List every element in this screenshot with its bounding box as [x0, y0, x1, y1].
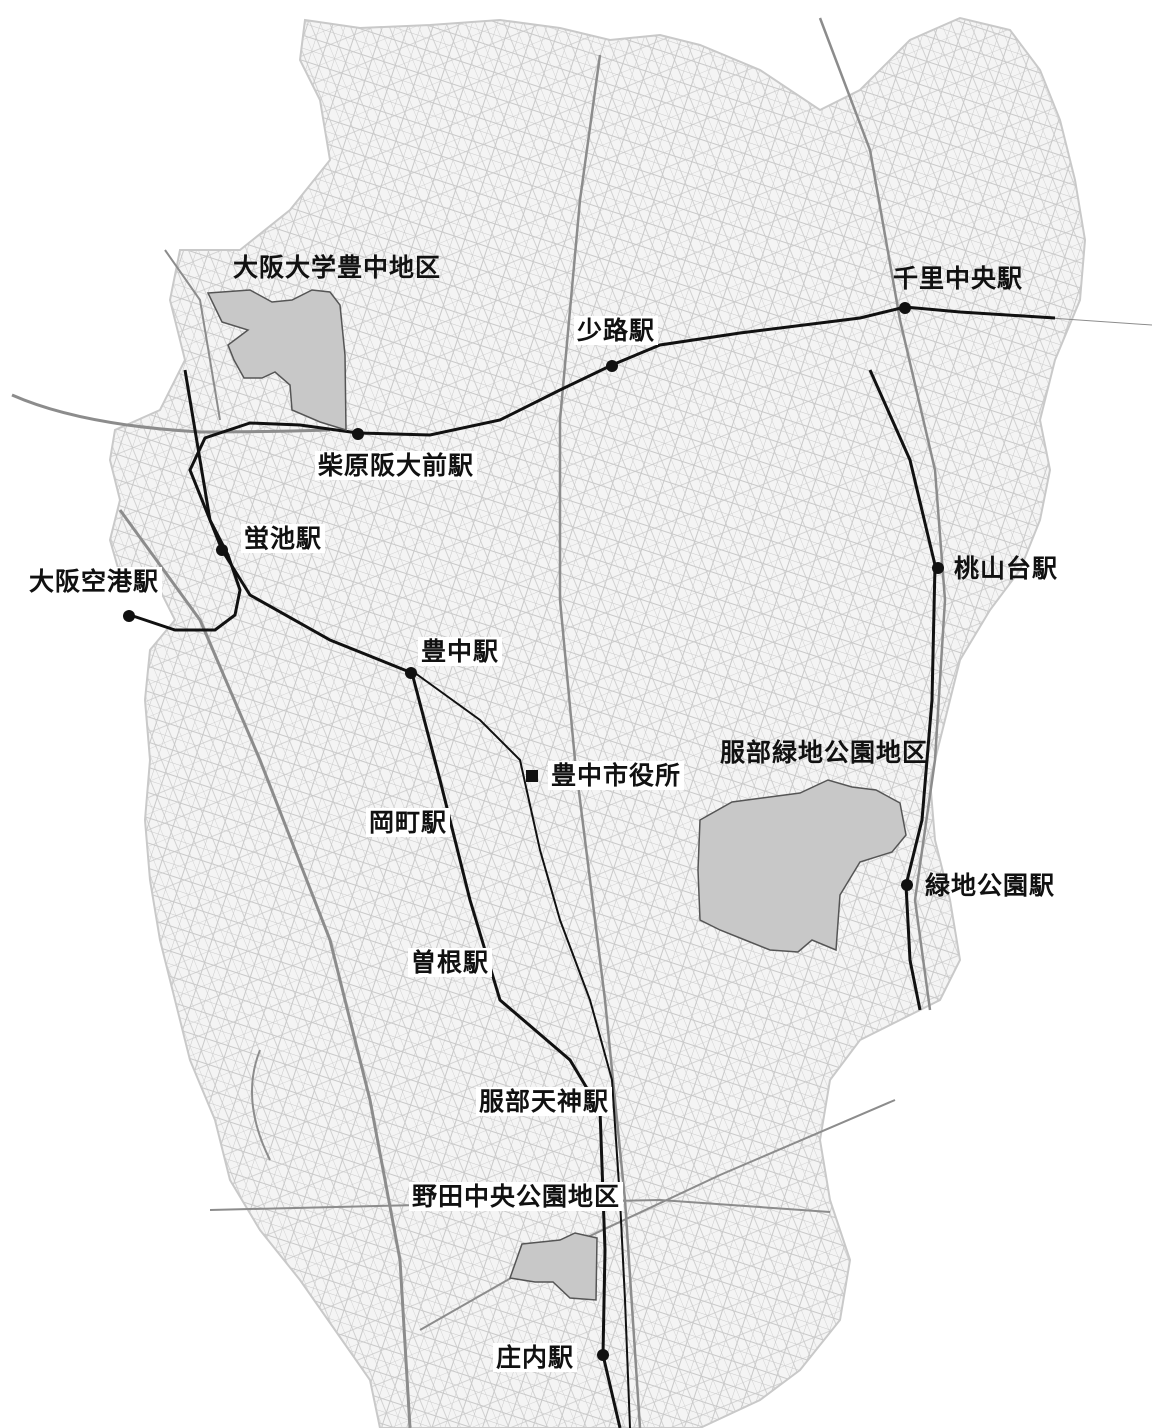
station-marker-shoji [606, 360, 618, 372]
station-label-hotarugaike: 蛍池駅 [241, 524, 326, 553]
station-marker-shibahara [352, 428, 364, 440]
station-marker-osaka-airport [123, 610, 135, 622]
station-marker-senri-chuo [899, 302, 911, 314]
station-markers [123, 302, 944, 1361]
station-label-hattori-tenjin: 服部天神駅 [476, 1087, 613, 1116]
station-marker-toyonaka [405, 667, 417, 679]
square-marker-icon [526, 770, 538, 782]
landmark-label-city-hall: 豊中市役所 [548, 761, 685, 790]
station-label-ryokuchi-koen: 緑地公園駅 [925, 871, 1056, 900]
station-label-okamachi: 岡町駅 [366, 808, 451, 837]
station-label-sone: 曽根駅 [408, 948, 493, 977]
district-label-osaka-univ: 大阪大学豊中地区 [233, 253, 442, 282]
station-marker-hotarugaike [216, 544, 228, 556]
station-label-toyonaka: 豊中駅 [418, 637, 503, 666]
district-area-noda [508, 1232, 598, 1301]
station-label-shibahara: 柴原阪大前駅 [315, 451, 478, 480]
district-label-noda: 野田中央公園地区 [409, 1182, 624, 1211]
station-label-shonai: 庄内駅 [493, 1343, 578, 1372]
station-label-momoyamadai: 桃山台駅 [954, 554, 1059, 583]
station-label-shoji: 少路駅 [574, 316, 659, 345]
station-marker-ryokuchi-koen [901, 879, 913, 891]
station-marker-shonai [597, 1349, 609, 1361]
station-label-osaka-airport: 大阪空港駅 [26, 567, 163, 596]
station-label-senri-chuo: 千里中央駅 [893, 264, 1024, 293]
station-marker-momoyamadai [932, 562, 944, 574]
district-area-hattori [697, 779, 907, 953]
district-area-osaka-univ [206, 289, 347, 432]
railways [129, 305, 1056, 1428]
districts [206, 289, 907, 1301]
district-label-hattori: 服部緑地公園地区 [720, 738, 929, 767]
